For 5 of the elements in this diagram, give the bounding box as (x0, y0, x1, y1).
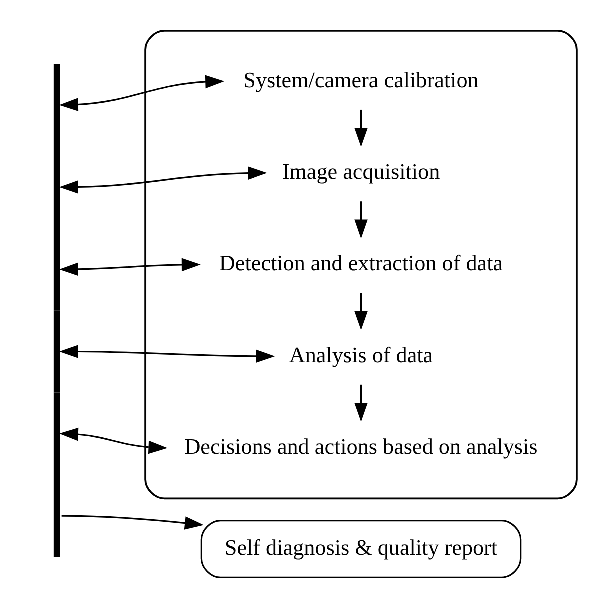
node-text: Analysis of data (289, 342, 434, 367)
node-text: Detection and extraction of data (219, 250, 504, 276)
node-text: Decisions and actions based on analysis (184, 433, 538, 458)
node-text: System/camera calibration (244, 66, 479, 92)
node-text: Image acquisition (282, 158, 440, 184)
